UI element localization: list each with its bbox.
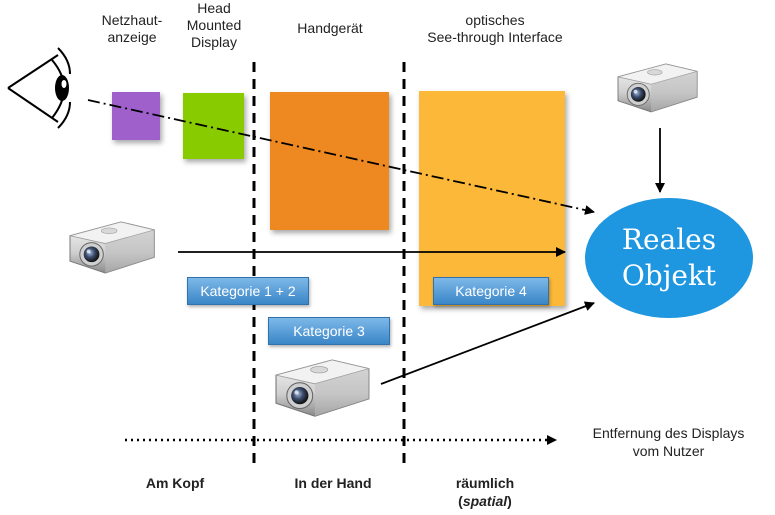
header-optisch-line-1: optisches (465, 12, 525, 28)
label-raeumlich-main: räumlich (455, 475, 515, 491)
header-optisch-line-2: See-through Interface (427, 29, 563, 45)
projector-icon-bottom (275, 359, 370, 417)
label-spatial-close: ) (507, 493, 512, 509)
category-1-2-label: Kategorie 1 + 2 (187, 277, 309, 305)
header-hmd-line-2: Mounted (186, 17, 242, 33)
category-3-label: Kategorie 3 (268, 317, 390, 345)
label-spatial-word: spatial (462, 493, 508, 509)
projector-icon-top (617, 63, 698, 113)
optisch-panel (419, 91, 565, 306)
distance-label-line-2: vom Nutzer (632, 443, 705, 459)
real-object-ellipse (585, 198, 753, 318)
projector-icon-left (69, 221, 155, 274)
header-handgeraet-line-1: Handgerät (297, 20, 363, 36)
label-am-kopf: Am Kopf (145, 475, 205, 491)
header-optisch: optisches See-through Interface (400, 12, 590, 46)
label-spatial: (spatial) (420, 492, 550, 510)
hmd-panel (183, 93, 244, 159)
line-of-sight (87, 99, 595, 215)
distance-label-line-1: Entfernung des Displays (592, 425, 745, 441)
header-netzhaut-line-1: Netzhaut- (101, 12, 163, 28)
projector-arrow-bottom (380, 301, 595, 385)
label-in-der-hand: In der Hand (294, 475, 372, 491)
eye-icon (7, 47, 71, 129)
category-4-label: Kategorie 4 (433, 277, 549, 305)
label-spatial-open: ( (458, 493, 463, 509)
header-hmd: Head Mounted Display (166, 0, 262, 51)
label-raeumlich: räumlich (spatial) (420, 474, 550, 510)
distance-label: Entfernung des Displays vom Nutzer (566, 424, 771, 460)
header-hmd-line-1: Head (197, 0, 231, 16)
header-hmd-line-3: Display (191, 34, 237, 50)
header-handgeraet: Handgerät (270, 20, 390, 37)
header-netzhaut-line-2: anzeige (107, 29, 157, 45)
netzhaut-panel (112, 92, 160, 140)
handgeraet-panel (270, 92, 389, 230)
header-netzhaut: Netzhaut- anzeige (84, 12, 180, 46)
